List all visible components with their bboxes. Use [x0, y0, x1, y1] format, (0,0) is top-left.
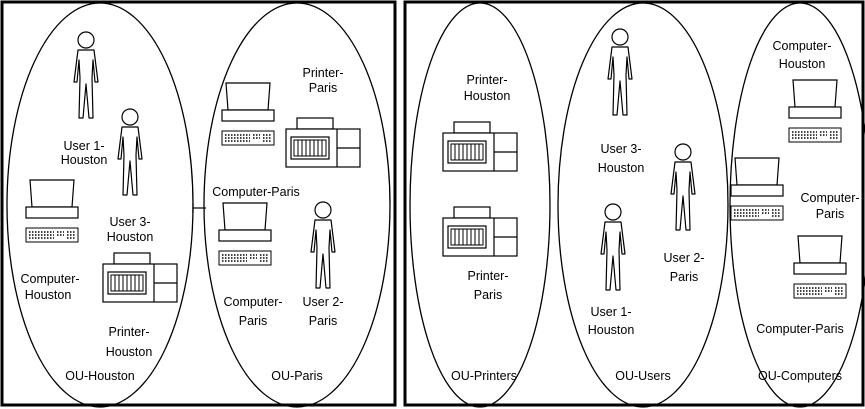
printer-paris-right-icon[interactable] — [442, 206, 518, 257]
user2-paris-icon[interactable] — [310, 201, 336, 289]
user2-paris-label-line1: User 2- — [303, 295, 344, 309]
user1-houston-right-label-line2: Houston — [588, 323, 635, 337]
user3-houston-right-label-line1: User 3- — [601, 142, 642, 156]
ou-houston-label: OU-Houston — [65, 369, 135, 383]
user2-paris-right-label-line1: User 2- — [664, 251, 705, 265]
printer-houston-right-icon[interactable] — [442, 121, 518, 172]
computer-paris-2-icon[interactable] — [218, 202, 272, 266]
user3-houston-right-label-line2: Houston — [598, 161, 645, 175]
computer-paris-right-1-icon[interactable] — [730, 157, 784, 221]
user2-paris-label-line2: Paris — [309, 314, 337, 328]
computer-paris-1-icon[interactable] — [221, 82, 275, 146]
user1-houston-label-line2: Houston — [61, 153, 108, 167]
computer-paris-right-1-label-line1: Computer- — [800, 191, 859, 205]
user1-houston-icon[interactable] — [73, 31, 99, 119]
printer-paris-label-line2: Paris — [309, 81, 337, 95]
computer-paris-right-2-label: Computer-Paris — [756, 322, 844, 336]
user3-houston-label-line1: User 3- — [110, 215, 151, 229]
user1-houston-label-line1: User 1- — [64, 139, 105, 153]
computer-paris-2-label-line2: Paris — [239, 314, 267, 328]
ou-printers-label: OU-Printers — [451, 369, 517, 383]
printer-houston-label-line1: Printer- — [109, 325, 150, 339]
ou-paris-ellipse[interactable] — [203, 2, 391, 408]
ou-printers-ellipse[interactable] — [409, 2, 551, 408]
computer-paris-right-1-label-line2: Paris — [816, 207, 844, 221]
computer-houston-right-label-line2: Houston — [779, 57, 826, 71]
printer-houston-icon[interactable] — [102, 252, 178, 303]
ou-paris-label: OU-Paris — [271, 369, 322, 383]
ou-users-ellipse[interactable] — [557, 2, 729, 408]
right-panel: OU-Printers Printer- Houston Printer- Pa… — [403, 0, 865, 408]
computer-houston-right-icon[interactable] — [788, 79, 842, 143]
computer-houston-icon[interactable] — [25, 179, 79, 243]
user1-houston-right-label-line1: User 1- — [591, 305, 632, 319]
printer-paris-right-label-line2: Paris — [474, 288, 502, 302]
user1-houston-right-icon[interactable] — [600, 203, 626, 291]
printer-houston-label-line2: Houston — [106, 345, 153, 359]
computer-houston-label-line1: Computer- — [20, 272, 79, 286]
left-panel: OU-Houston User 1- Houston User 3- Houst… — [0, 0, 397, 408]
computer-paris-2-label-line1: Computer- — [223, 295, 282, 309]
ou-computers-ellipse[interactable] — [729, 2, 865, 408]
printer-paris-icon[interactable] — [285, 117, 361, 168]
user3-houston-label-line2: Houston — [107, 230, 154, 244]
printer-houston-right-label-line1: Printer- — [467, 73, 508, 87]
ou-users-label: OU-Users — [615, 369, 671, 383]
right-panel-frame — [403, 0, 865, 407]
printer-houston-right-label-line2: Houston — [464, 89, 511, 103]
left-panel-frame — [0, 0, 397, 407]
printer-paris-label-line1: Printer- — [303, 66, 344, 80]
user3-houston-icon[interactable] — [117, 108, 143, 196]
ou-computers-label: OU-Computers — [758, 369, 842, 383]
computer-houston-right-label-line1: Computer- — [772, 39, 831, 53]
user3-houston-right-icon[interactable] — [607, 28, 633, 116]
printer-paris-right-label-line1: Printer- — [468, 269, 509, 283]
computer-houston-label-line2: Houston — [25, 288, 72, 302]
user2-paris-right-icon[interactable] — [670, 143, 696, 231]
computer-paris-1-label: Computer-Paris — [212, 185, 300, 199]
user2-paris-right-label-line2: Paris — [670, 270, 698, 284]
computer-paris-right-2-icon[interactable] — [793, 235, 847, 299]
